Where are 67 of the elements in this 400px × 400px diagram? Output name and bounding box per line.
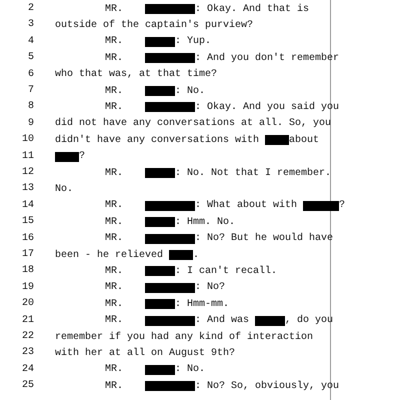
transcript-text: ?: [79, 151, 86, 162]
transcript-text: ?: [339, 200, 346, 212]
line-number: 10: [20, 134, 34, 146]
transcript-text: didn't have any conversations with: [55, 134, 260, 146]
line-number: 5: [26, 52, 34, 64]
transcript-text: : No. Not that I remember.: [175, 168, 332, 178]
transcript-text: who that was, at that time?: [55, 69, 218, 80]
transcript-text: MR.: [105, 298, 124, 310]
transcript-text: MR.: [105, 233, 124, 244]
transcript-text: MR.: [105, 52, 124, 64]
transcript-text: : Okay. And you said you: [195, 102, 340, 113]
transcript-text: : No? So, obviously, you: [195, 380, 340, 392]
line-number: 16: [20, 232, 34, 244]
line-number: 17: [20, 249, 34, 260]
transcript-text: , do you: [285, 315, 334, 326]
transcript-text: No.: [55, 184, 74, 195]
transcript-text: MR.: [105, 216, 124, 228]
transcript-text: : And was: [195, 315, 250, 326]
line-number: 12: [20, 167, 34, 178]
line-number: 25: [20, 380, 34, 392]
line-number: 20: [20, 298, 34, 310]
transcript-text: MR.: [105, 36, 124, 48]
transcript-text: MR.: [105, 315, 124, 326]
transcript-text: : No.: [175, 364, 206, 376]
transcript-text: did not have any conversations at all. So, you: [55, 118, 332, 130]
line-number: 11: [20, 150, 34, 162]
transcript-text: MR.: [105, 380, 124, 392]
transcript-text: outside of the captain's purview?: [55, 20, 254, 31]
transcript-text: MR.: [105, 86, 124, 96]
line-number: 9: [26, 118, 34, 129]
transcript-text: MR.: [105, 282, 124, 294]
transcript-text: with her at all on August 9th?: [55, 348, 236, 359]
line-number: 14: [20, 200, 34, 211]
transcript-text: : I can't recall.: [175, 266, 278, 277]
transcript-text: MR.: [105, 200, 124, 212]
transcript-text: : Hmm-mm.: [175, 298, 230, 310]
transcript-text: MR.: [105, 266, 124, 277]
line-number: 4: [26, 36, 34, 47]
transcript-text: been - he relieved: [55, 250, 164, 260]
line-number: 8: [26, 101, 34, 112]
transcript-text: MR.: [105, 168, 124, 178]
transcript-text: : No? But he would have: [195, 233, 334, 244]
transcript-text: .: [193, 250, 200, 260]
line-number: 22: [20, 331, 34, 342]
line-number: 7: [26, 85, 34, 96]
line-number: 24: [20, 364, 34, 375]
line-number: 23: [20, 347, 34, 358]
transcript-text: MR.: [105, 364, 124, 376]
transcript-text: : Yup.: [175, 36, 212, 48]
line-number: 18: [20, 265, 34, 276]
transcript-text: : No.: [175, 86, 206, 96]
transcript-text: : And you don't remember: [195, 52, 340, 64]
transcript-text: MR.: [105, 4, 124, 14]
line-number: 2: [26, 3, 34, 14]
line-number: 6: [26, 68, 34, 80]
transcript-text: about: [289, 134, 320, 146]
line-number: 13: [20, 183, 34, 194]
transcript-text: remember if you had any kind of interaction: [55, 332, 314, 342]
line-number: 19: [20, 282, 34, 293]
line-number: 3: [26, 19, 34, 30]
line-number: 21: [20, 314, 34, 326]
line-number: 15: [20, 216, 34, 228]
transcript-text: MR.: [105, 102, 124, 113]
transcript-text: : No?: [195, 282, 226, 294]
transcript-text: : Okay. And that is: [195, 4, 310, 14]
transcript-text: : What about with: [195, 200, 298, 212]
transcript-text: : Hmm. No.: [175, 216, 236, 228]
